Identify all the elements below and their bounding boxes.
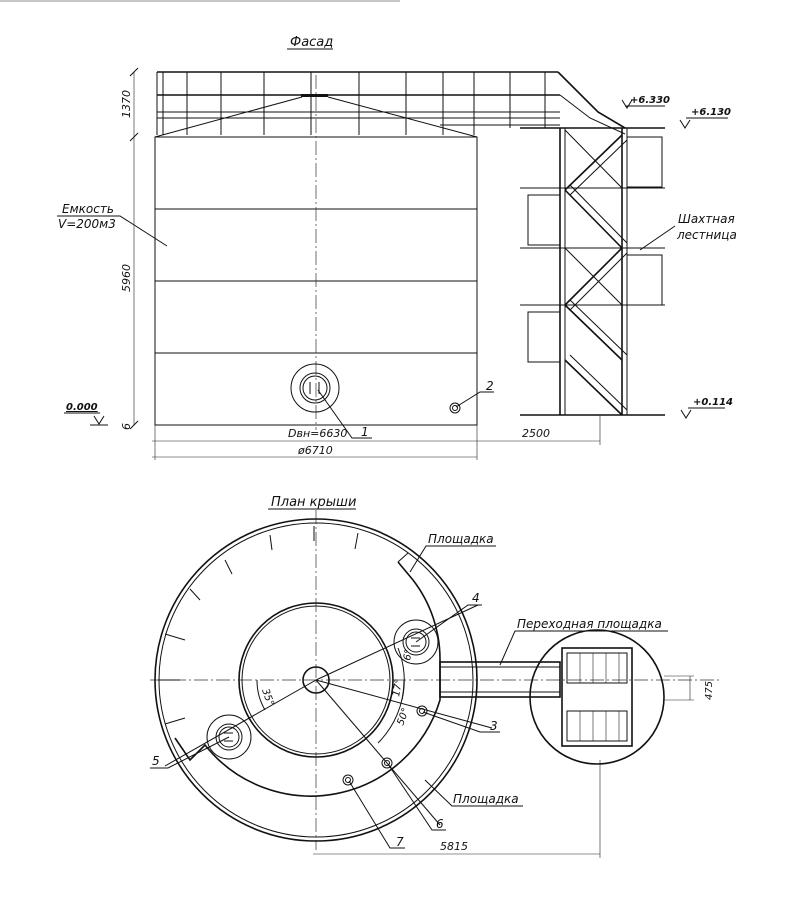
angle-6: 6° — [402, 648, 415, 661]
dim-inner-diameter: Dвн=6630 — [288, 427, 347, 440]
callout-6: 6 — [436, 817, 444, 831]
platform-label-bottom: Площадка — [453, 792, 519, 806]
facade-title: Фасад — [290, 35, 333, 50]
nozzle-3 — [416, 705, 428, 717]
angle-50: 50° — [395, 707, 411, 727]
transition-walkway — [439, 661, 561, 698]
platform-label-top: Площадка — [428, 532, 494, 546]
ladder-label-2: лестница — [676, 228, 737, 242]
hatch-5 — [206, 714, 252, 760]
walkway-label: Переходная площадка — [517, 617, 662, 631]
dim-475: 475 — [704, 681, 715, 700]
nozzle-7 — [342, 774, 354, 786]
roof-inner-ring — [238, 602, 394, 758]
shaft-ladder — [520, 127, 665, 416]
callout-3: 3 — [490, 719, 498, 733]
level-ground: 0.000 — [66, 402, 98, 413]
ladder-shaft-plan — [561, 647, 633, 747]
dim-height-base: 6 — [120, 423, 133, 430]
tank-outline — [154, 518, 478, 842]
nozzle-6 — [381, 757, 393, 769]
callout-1: 1 — [361, 425, 369, 439]
hatch-4 — [393, 619, 439, 665]
dim-5815: 5815 — [440, 840, 468, 853]
dim-height-body: 5960 — [120, 264, 133, 292]
service-platform — [174, 561, 441, 797]
angle-35: 35° — [259, 687, 275, 707]
callout-4: 4 — [472, 591, 480, 605]
level-roof: +6.130 — [691, 107, 731, 118]
nozzle-2 — [449, 402, 461, 414]
dim-outer-diameter: ø6710 — [297, 444, 333, 457]
tank-label: Емкость — [62, 202, 114, 216]
callout-7: 7 — [396, 835, 404, 849]
facade-view: Фасад — [57, 35, 737, 460]
tank-body — [154, 75, 478, 430]
tank-volume-label: V=200м3 — [58, 217, 116, 231]
ladder-platform-circle — [529, 629, 665, 765]
dim-ladder-offset: 2500 — [522, 427, 550, 440]
center-nozzle — [302, 666, 330, 694]
callout-5: 5 — [152, 754, 160, 768]
roof-plan-view: План крыши — [150, 495, 720, 858]
plan-title: План крыши — [271, 495, 356, 510]
level-top-rail: +6.330 — [630, 95, 670, 106]
ladder-label: Шахтная — [678, 212, 735, 226]
level-bottom: +0.114 — [693, 397, 733, 408]
callout-2: 2 — [486, 379, 494, 393]
roof-railing — [154, 71, 626, 138]
angle-17: 17° — [391, 678, 405, 697]
dim-height-top: 1370 — [120, 90, 133, 118]
manhole-1 — [290, 363, 340, 413]
